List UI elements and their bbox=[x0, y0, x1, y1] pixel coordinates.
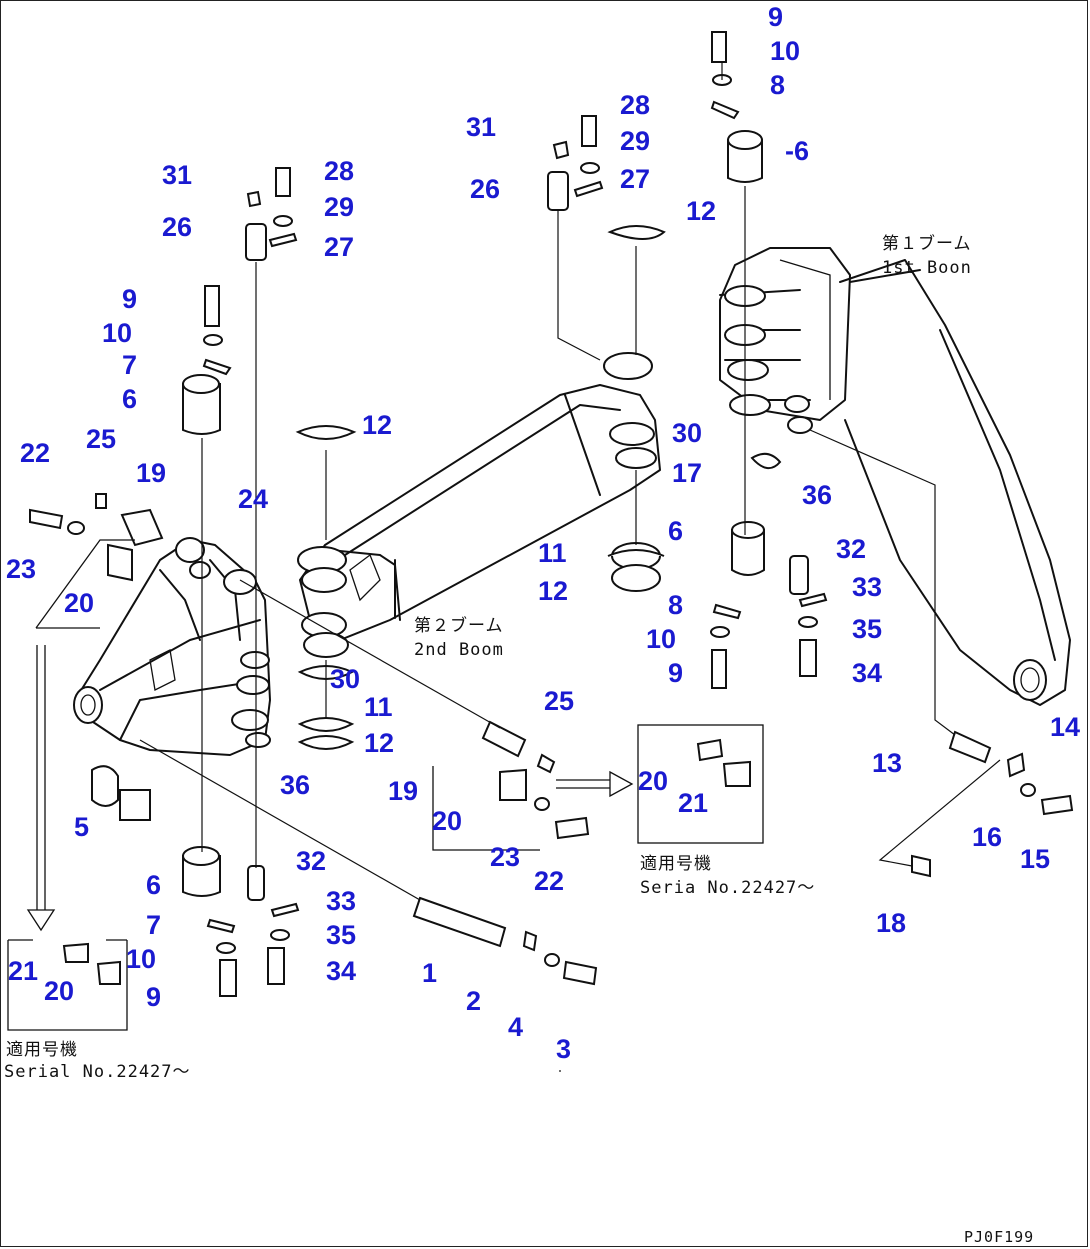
callout-17: 17 bbox=[672, 458, 703, 488]
callout-18: 18 bbox=[876, 908, 907, 938]
second-boom bbox=[297, 352, 661, 658]
callout-28: 28 bbox=[324, 156, 355, 186]
callout-27: 27 bbox=[620, 164, 651, 194]
callout-34: 34 bbox=[852, 658, 883, 688]
callout-6: -6 bbox=[785, 136, 810, 166]
callout-10: 10 bbox=[770, 36, 801, 66]
callout-19: 19 bbox=[136, 458, 167, 488]
callout-26: 26 bbox=[470, 174, 501, 204]
drawing-code: PJ0F199 bbox=[964, 1228, 1035, 1246]
callout-33: 33 bbox=[852, 572, 883, 602]
callout-9: 9 bbox=[146, 982, 162, 1012]
callout-22: 22 bbox=[20, 438, 51, 468]
callout-15: 15 bbox=[1020, 844, 1051, 874]
callout-20: 20 bbox=[64, 588, 95, 618]
first-boom-label-jp: 第１ブーム bbox=[882, 234, 972, 254]
callout-10: 10 bbox=[102, 318, 133, 348]
serial-note-mid-jp: 適用号機 bbox=[640, 854, 712, 874]
callout-4: 4 bbox=[508, 1012, 524, 1042]
callout-20: 20 bbox=[432, 806, 463, 836]
second-boom-label-jp: 第２ブーム bbox=[414, 616, 504, 636]
callout-27: 27 bbox=[324, 232, 355, 262]
callout-7: 7 bbox=[146, 910, 162, 940]
callout-5: 5 bbox=[74, 812, 90, 842]
callout-36: 36 bbox=[280, 770, 311, 800]
swing-bracket bbox=[73, 537, 271, 756]
hardware-parts bbox=[29, 31, 1074, 997]
callout-30: 30 bbox=[330, 664, 361, 694]
serial-note-left-en: Serial No.22427～ bbox=[4, 1062, 191, 1082]
callout-8: 8 bbox=[770, 70, 786, 100]
callout-30: 30 bbox=[672, 418, 703, 448]
callout-6: 6 bbox=[122, 384, 138, 414]
first-boom-label-en: 1st Boon bbox=[882, 258, 972, 278]
callout-6: 6 bbox=[668, 516, 684, 546]
callout-3: 3 bbox=[556, 1034, 572, 1064]
callout-35: 35 bbox=[326, 920, 357, 950]
callout-26: 26 bbox=[162, 212, 193, 242]
callout-32: 32 bbox=[836, 534, 867, 564]
callout-12: 12 bbox=[362, 410, 393, 440]
callout-7: 7 bbox=[122, 350, 138, 380]
callout-34: 34 bbox=[326, 956, 357, 986]
callout-23: 23 bbox=[490, 842, 521, 872]
callout-6: 6 bbox=[146, 870, 162, 900]
serial-note-left-jp: 適用号機 bbox=[6, 1040, 78, 1060]
callout-1: 1 bbox=[422, 958, 438, 988]
callout-10: 10 bbox=[126, 944, 157, 974]
callout-11: 11 bbox=[364, 692, 393, 722]
callout-13: 13 bbox=[872, 748, 903, 778]
callout-24: 24 bbox=[238, 484, 269, 514]
callout-35: 35 bbox=[852, 614, 883, 644]
callout-19: 19 bbox=[388, 776, 419, 806]
callout-28: 28 bbox=[620, 90, 651, 120]
callout-23: 23 bbox=[6, 554, 37, 584]
callout-22: 22 bbox=[534, 866, 565, 896]
callout-25: 25 bbox=[544, 686, 575, 716]
callout-32: 32 bbox=[296, 846, 327, 876]
serial-note-mid-en: Seria No.22427～ bbox=[640, 878, 816, 898]
callout-20: 20 bbox=[44, 976, 75, 1006]
callout-25: 25 bbox=[86, 424, 117, 454]
callout-12: 12 bbox=[538, 576, 569, 606]
callout-2: 2 bbox=[466, 986, 482, 1016]
callout-9: 9 bbox=[668, 658, 684, 688]
second-boom-label-en: 2nd Boom bbox=[414, 640, 504, 660]
callout-9: 9 bbox=[122, 284, 138, 314]
first-boom bbox=[719, 247, 1071, 706]
callout-33: 33 bbox=[326, 886, 357, 916]
callout-21: 21 bbox=[678, 788, 709, 818]
callout-31: 31 bbox=[162, 160, 193, 190]
callout-20: 20 bbox=[638, 766, 669, 796]
callout-8: 8 bbox=[668, 590, 684, 620]
callout-16: 16 bbox=[972, 822, 1003, 852]
callout-29: 29 bbox=[620, 126, 651, 156]
callout-12: 12 bbox=[364, 728, 395, 758]
callout-11: 11 bbox=[538, 538, 567, 568]
callout-29: 29 bbox=[324, 192, 355, 222]
callout-12: 12 bbox=[686, 196, 717, 226]
callout-9: 9 bbox=[768, 2, 784, 32]
annotation-lines bbox=[7, 62, 1001, 1072]
callout-31: 31 bbox=[466, 112, 497, 142]
callout-36: 36 bbox=[802, 480, 833, 510]
callout-14: 14 bbox=[1050, 712, 1081, 742]
callout-10: 10 bbox=[646, 624, 677, 654]
callout-21: 21 bbox=[8, 956, 39, 986]
